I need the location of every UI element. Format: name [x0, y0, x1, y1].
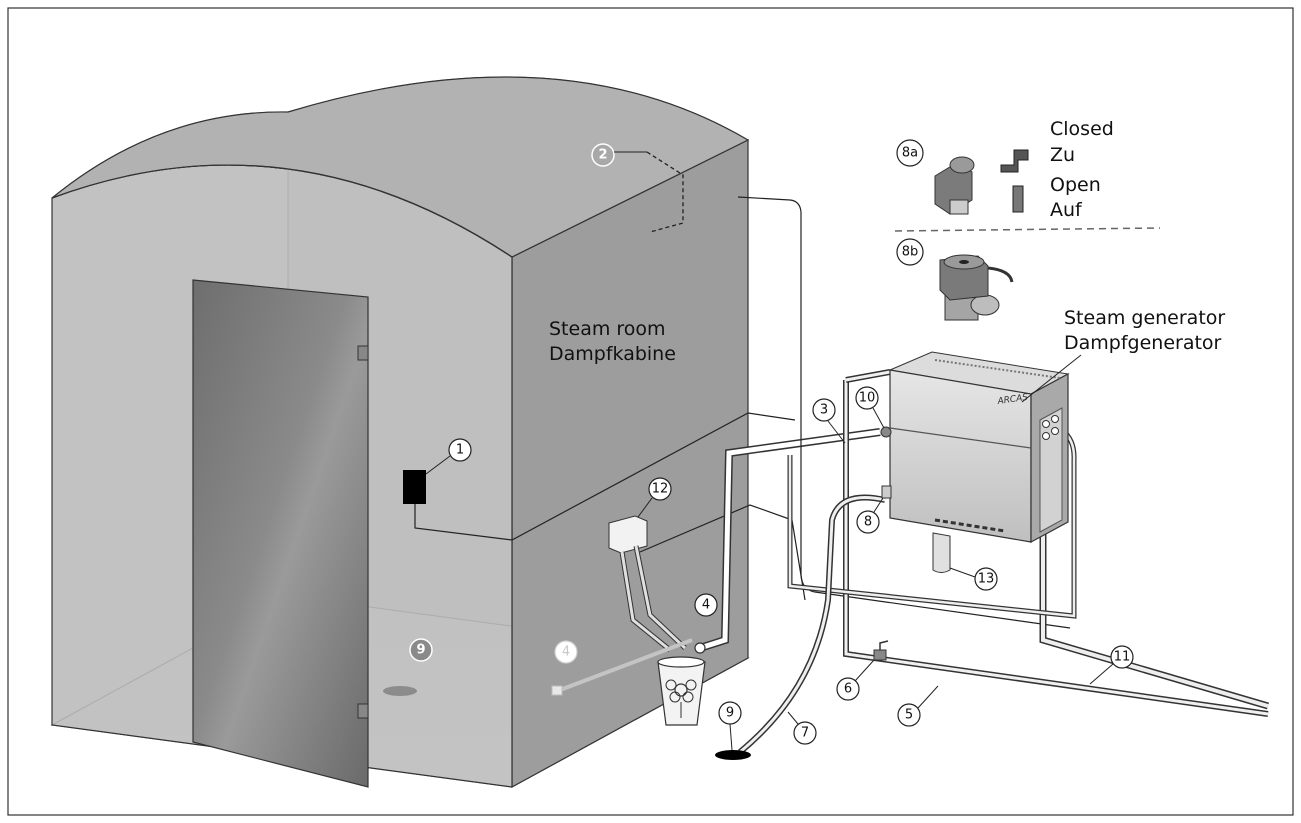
open-handle-icon	[1012, 185, 1024, 213]
door-hinge-bottom	[357, 703, 369, 719]
closed-label-de: Zu	[1050, 144, 1075, 166]
callout-7: 7	[787, 711, 817, 745]
callout-3: 3	[812, 398, 846, 444]
closed-label-en: Closed	[1050, 118, 1114, 140]
junction-box	[608, 515, 648, 554]
callout-4: 4	[694, 593, 718, 617]
svg-text:8: 8	[864, 515, 872, 530]
brand-logo: ARCAS	[996, 393, 1029, 407]
callout-13: 13	[949, 567, 998, 591]
svg-text:5: 5	[905, 708, 913, 723]
callout-11: 11	[1089, 645, 1134, 685]
callout-9-drain: 9	[718, 701, 742, 751]
callout-8: 8	[856, 497, 884, 534]
steam-generator	[880, 351, 1070, 573]
callout-8b: 8b	[896, 238, 924, 266]
callout-12: 12	[637, 477, 672, 518]
svg-text:4: 4	[562, 645, 570, 660]
generator-label-de: Dampfgenerator	[1064, 332, 1222, 354]
callout-8a: 8a	[896, 139, 924, 167]
steam-room-label-de: Dampfkabine	[549, 343, 676, 365]
callout-6: 6	[836, 659, 875, 701]
svg-text:4: 4	[702, 598, 710, 613]
aroma-container	[657, 656, 706, 726]
svg-text:13: 13	[978, 572, 995, 587]
closed-handle-icon	[1000, 149, 1029, 173]
floor-drain	[383, 686, 417, 696]
svg-text:3: 3	[820, 403, 828, 418]
steam-nozzle	[694, 642, 706, 654]
door-hinge-top	[357, 345, 369, 361]
shutoff-valve	[873, 649, 887, 661]
callout-2: 2	[591, 143, 647, 167]
glass-door	[192, 279, 369, 788]
open-label-en: Open	[1050, 174, 1101, 196]
callout-5: 5	[897, 685, 939, 727]
inset-divider	[894, 227, 1161, 232]
svg-text:11: 11	[1114, 650, 1131, 665]
svg-text:12: 12	[652, 482, 669, 497]
svg-text:9: 9	[416, 643, 425, 658]
callout-9-room: 9	[409, 638, 433, 662]
svg-text:1: 1	[456, 443, 464, 458]
svg-text:10: 10	[859, 391, 876, 406]
svg-text:9: 9	[726, 706, 734, 721]
svg-text:6: 6	[844, 682, 852, 697]
svg-text:8b: 8b	[902, 245, 919, 260]
callout-10: 10	[855, 386, 885, 429]
callout-4-faint: 4	[554, 640, 578, 664]
svg-text:2: 2	[598, 148, 607, 163]
steam-room-label-en: Steam room	[549, 318, 666, 340]
generator-label-en: Steam generator	[1064, 307, 1225, 329]
steam-room	[50, 76, 750, 789]
solenoid-valve-icon	[939, 254, 1014, 321]
manual-valve-icon	[934, 156, 975, 215]
open-label-de: Auf	[1050, 199, 1083, 221]
svg-text:7: 7	[801, 726, 809, 741]
callout-1: 1	[425, 438, 472, 475]
drain-9	[715, 750, 751, 760]
control-panel	[403, 470, 426, 504]
svg-text:8a: 8a	[902, 146, 918, 161]
